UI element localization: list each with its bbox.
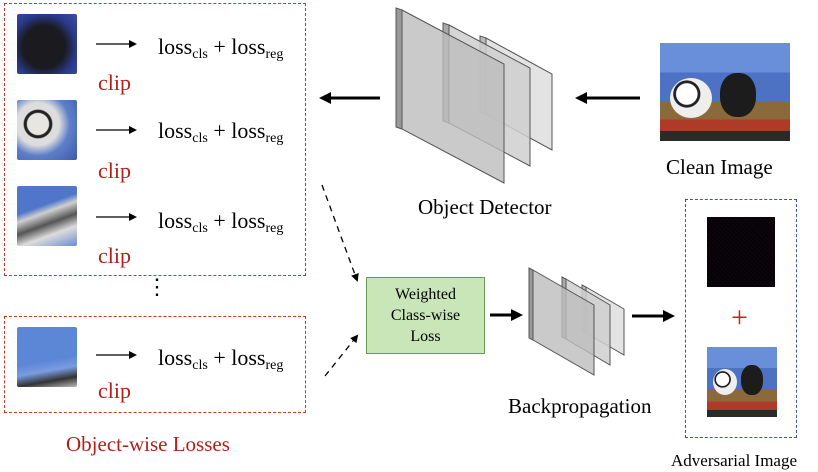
clip-label-4: clip xyxy=(98,378,131,403)
clip-label-1: clip xyxy=(98,70,131,95)
adversarial-noise-image xyxy=(707,217,775,287)
object-thumbnail-dalmatian xyxy=(17,100,77,160)
adversarial-image-dog-right xyxy=(741,365,763,395)
adversarial-image-dog-left xyxy=(713,369,737,395)
adversarial-clean-image xyxy=(707,347,777,417)
clip-label-2: clip xyxy=(98,158,131,183)
loss-row-2: losscls + lossreg xyxy=(158,118,284,146)
object-detector-label: Object Detector xyxy=(418,195,552,219)
adversarial-image-group xyxy=(685,199,797,438)
loss-row-4: losscls + lossreg xyxy=(158,345,284,373)
adversarial-image-label: Adversarial Image xyxy=(671,451,798,470)
clip-label-3: clip xyxy=(98,243,131,268)
object-thumbnail-cushion xyxy=(17,327,77,387)
dashed-arrow-top xyxy=(321,184,359,282)
weighted-loss-line1: Weighted xyxy=(395,286,456,303)
object-losses-group-top xyxy=(4,3,306,276)
weighted-class-wise-loss-box: Weighted Class-wise Loss xyxy=(366,277,485,354)
clean-image xyxy=(660,43,790,141)
object-detector-layers xyxy=(395,7,553,184)
object-thumbnail-lying-dog xyxy=(17,186,77,246)
clean-image-label: Clean Image xyxy=(666,155,773,179)
clean-image-dog-left xyxy=(670,78,712,118)
backpropagation-layers xyxy=(528,267,625,376)
object-wise-losses-title: Object-wise Losses xyxy=(66,432,230,456)
weighted-loss-line3: Loss xyxy=(410,328,441,345)
object-thumbnail-dark-dog xyxy=(17,14,77,74)
weighted-loss-line2: Class-wise xyxy=(390,307,461,324)
dashed-arrow-bottom xyxy=(324,334,359,377)
clean-image-dog-right xyxy=(720,73,756,117)
adversarial-plus-sign: + xyxy=(731,301,748,334)
object-losses-group-bottom xyxy=(4,316,306,413)
backpropagation-label: Backpropagation xyxy=(508,394,652,418)
loss-row-3: losscls + lossreg xyxy=(158,208,284,236)
loss-row-1: losscls + lossreg xyxy=(158,34,284,62)
